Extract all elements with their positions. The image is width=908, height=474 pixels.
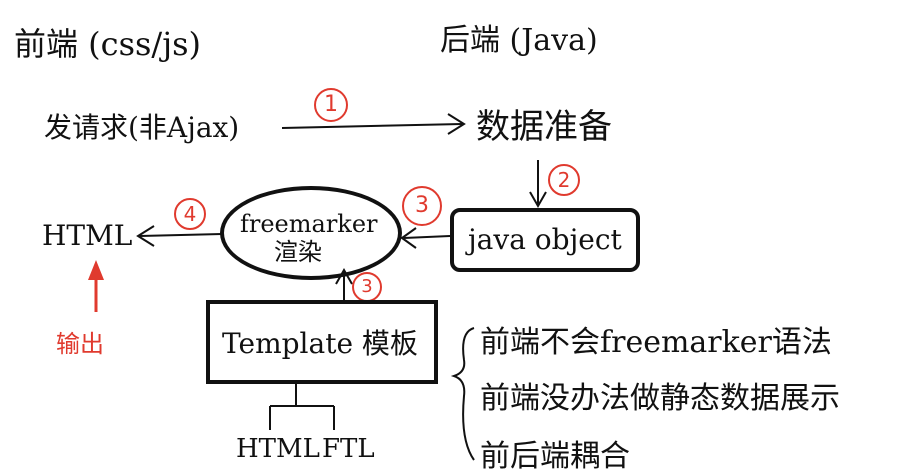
template-box: Template 模板 bbox=[206, 300, 438, 384]
render-label: 渲染 bbox=[274, 238, 322, 266]
frontend-header: 前端 (css/js) bbox=[14, 25, 202, 63]
template-child-html: HTML bbox=[236, 434, 320, 464]
freemarker-label: freemarker bbox=[240, 210, 378, 238]
arrow-java-object-to-freemarker bbox=[400, 227, 451, 249]
template-child-ftl: FTL bbox=[322, 434, 375, 464]
note-item: 前后端耦合 bbox=[480, 439, 630, 474]
step-3-badge-template: 3 bbox=[352, 272, 382, 302]
data-prep-node: 数据准备 bbox=[476, 107, 612, 147]
output-label: 输出 bbox=[56, 330, 104, 358]
template-split-connector bbox=[269, 384, 335, 430]
arrow-freemarker-to-html bbox=[136, 225, 223, 247]
java-object-label: java object bbox=[468, 223, 622, 256]
step-4-badge: 4 bbox=[174, 198, 206, 230]
note-item: 前端不会freemarker语法 bbox=[480, 325, 832, 360]
note-item: 前端没办法做静态数据展示 bbox=[480, 381, 840, 416]
java-object-box: java object bbox=[450, 208, 640, 272]
backend-header: 后端 (Java) bbox=[440, 23, 598, 58]
arrow-data-prep-to-java-object bbox=[529, 160, 547, 209]
request-node: 发请求(非Ajax) bbox=[44, 111, 240, 144]
template-label: Template 模板 bbox=[222, 327, 418, 360]
step-3-badge-java: 3 bbox=[402, 186, 442, 226]
freemarker-render-node: freemarker 渲染 bbox=[220, 186, 402, 280]
step-1-badge: 1 bbox=[314, 88, 348, 122]
notes-brace bbox=[450, 327, 475, 461]
arrow-request-to-data-prep bbox=[281, 113, 466, 135]
output-arrow bbox=[88, 260, 104, 312]
step-2-badge: 2 bbox=[548, 164, 580, 196]
html-output-node: HTML bbox=[42, 219, 133, 252]
